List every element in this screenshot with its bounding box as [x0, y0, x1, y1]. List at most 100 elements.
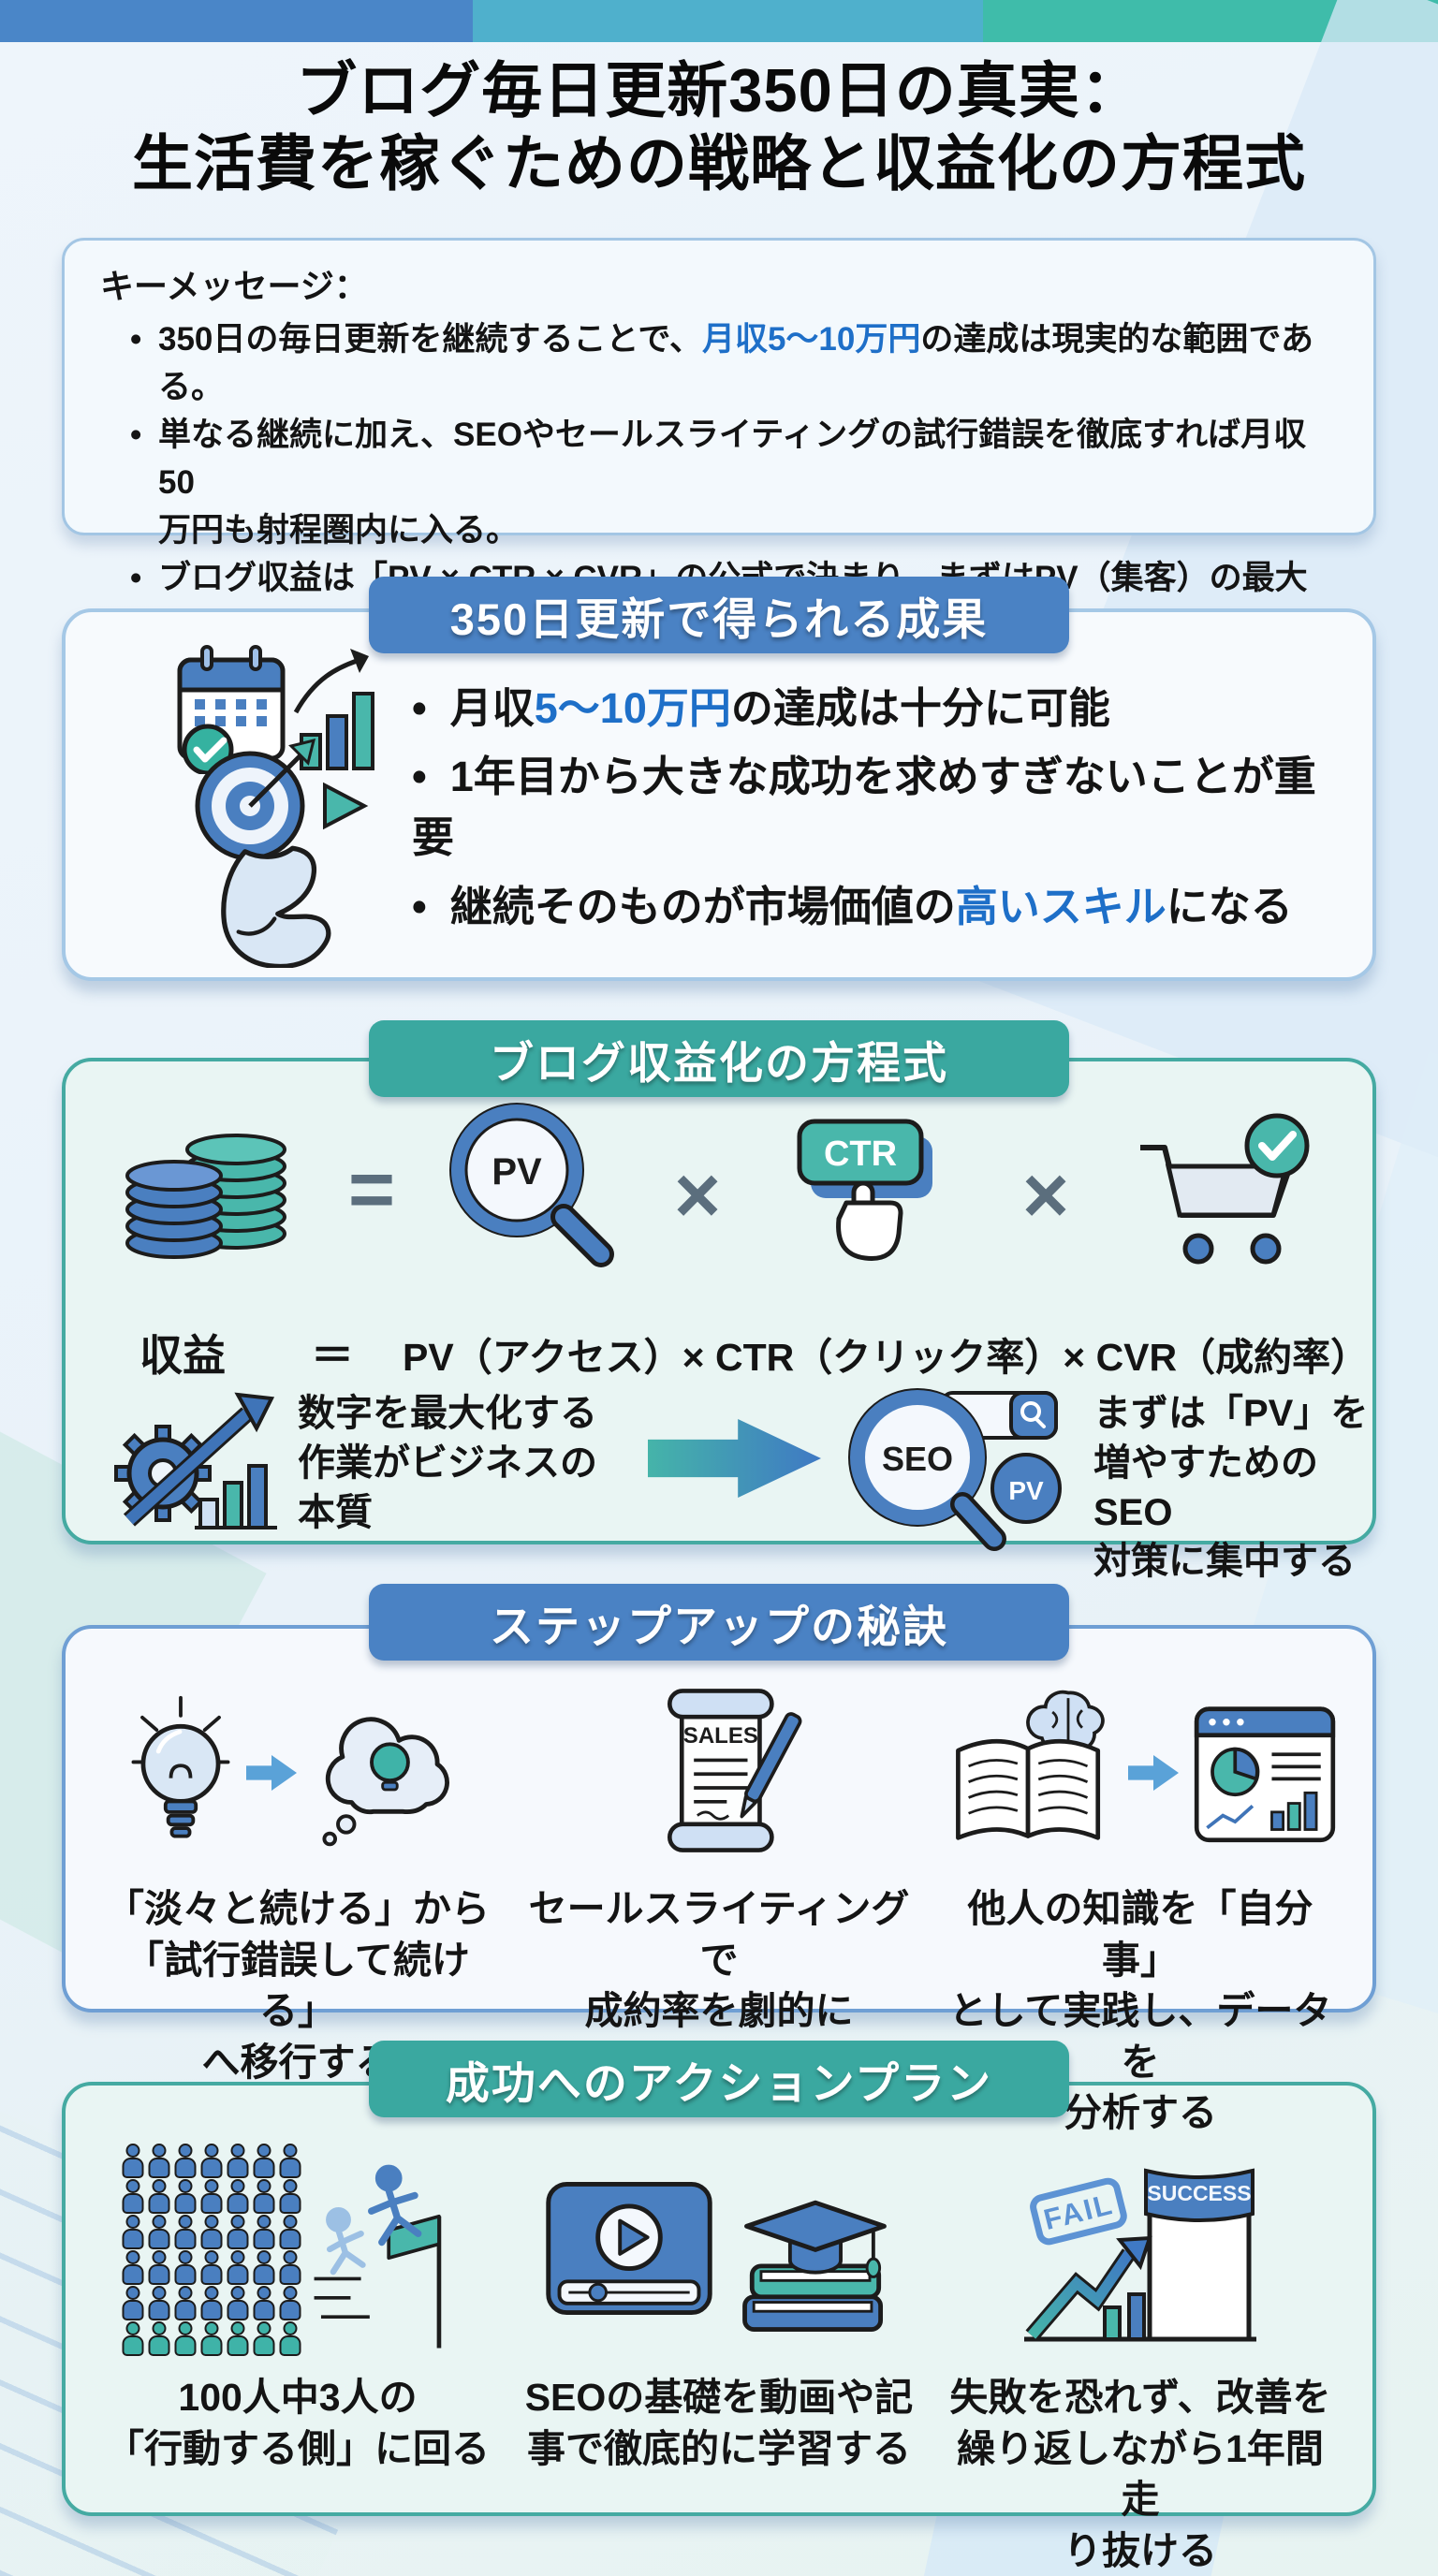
- person-pictogram: [122, 2181, 144, 2213]
- muscle-arm-icon: [140, 837, 412, 968]
- person-pictogram: [227, 2252, 249, 2284]
- person-pictogram: [253, 2288, 275, 2320]
- person-pictogram: [227, 2288, 249, 2320]
- person-pictogram: [122, 2145, 144, 2177]
- video-player-icon: [537, 2157, 721, 2345]
- cart-check-icon: [1123, 1106, 1325, 1280]
- person-pictogram: [227, 2145, 249, 2177]
- key-message-bullet-2: 単なる継続に加え、SEOやセールスライティングの試行錯誤を徹底すれば月収50 万…: [126, 411, 1338, 554]
- top-bar-cyan-segment: [473, 0, 983, 42]
- svg-text:CTR: CTR: [824, 1134, 897, 1174]
- gear-growth-icon: [105, 1387, 283, 1542]
- person-pictogram: [279, 2252, 301, 2284]
- person-pictogram: [200, 2217, 223, 2248]
- person-pictogram: [200, 2288, 223, 2320]
- section1-item-text: 月収5〜10万円の達成は十分に可能: [412, 674, 1110, 735]
- times-symbol-2: ×: [1021, 1150, 1070, 1240]
- success-label: SUCCESS: [1147, 2181, 1251, 2205]
- small-right-arrow-icon: [246, 1755, 297, 1791]
- pv-magnifier-icon: PV: [440, 1097, 623, 1284]
- equation-text-row: 収益 ＝ PV（アクセス）× CTR（クリック率）× CVR（成約率）: [103, 1322, 1369, 1383]
- person-pictogram: [253, 2181, 275, 2213]
- key-message-list: 350日の毎日更新を継続することで、月収5〜10万円の達成は現実的な範囲である。…: [100, 315, 1338, 698]
- person-pictogram: [279, 2217, 301, 2248]
- person-pictogram: [200, 2323, 223, 2355]
- person-pictogram: [279, 2181, 301, 2213]
- fail-success-growth-icon: SUCCESS FAIL: [1019, 2141, 1262, 2361]
- svg-text:PV: PV: [1008, 1476, 1044, 1505]
- thought-cloud-bulb-icon: [304, 1690, 473, 1856]
- seo-pv-magnifier-icon: SEO PV: [841, 1368, 1075, 1556]
- section4-col2-text: SEOの基礎を動画や記 事で徹底的に学習する: [524, 2376, 914, 2470]
- person-pictogram: [174, 2217, 197, 2248]
- person-pictogram: [253, 2217, 275, 2248]
- key-message-bullet-1: 350日の毎日更新を継続することで、月収5〜10万円の達成は現実的な範囲である。: [126, 315, 1338, 411]
- item-text: になる: [1166, 882, 1293, 930]
- section1-row-3: 継続そのものが市場価値の高いスキルになる: [140, 845, 1329, 968]
- person-pictogram: [148, 2145, 170, 2177]
- sales-scroll-pen-icon: SALES: [630, 1674, 808, 1873]
- top-color-bar: [0, 0, 1438, 42]
- equation-equals: ＝: [311, 1331, 354, 1380]
- bullet-text: の達成は現実的な範囲である。: [158, 321, 1314, 406]
- times-symbol-1: ×: [673, 1150, 722, 1240]
- person-pictogram: [253, 2252, 275, 2284]
- book-brain-icon: [937, 1685, 1121, 1862]
- graduation-books-icon: [728, 2152, 901, 2349]
- person-pictogram: [279, 2323, 301, 2355]
- person-pictogram: [148, 2252, 170, 2284]
- person-pictogram: [227, 2181, 249, 2213]
- bullet-highlight-text: 月収5〜10万円: [701, 321, 921, 358]
- person-pictogram: [148, 2288, 170, 2320]
- people-grid-icon: [122, 2145, 301, 2355]
- item-text: 1年目から大きな成功を求めすぎないことが重要: [412, 753, 1316, 861]
- page-title-line2: 生活費を稼ぐための戦略と収益化の方程式: [131, 129, 1306, 198]
- person-pictogram: [174, 2288, 197, 2320]
- analytics-dashboard-icon: [1186, 1688, 1343, 1859]
- svg-text:PV: PV: [492, 1151, 542, 1193]
- key-message-label: キーメッセージ：: [100, 267, 368, 305]
- person-pictogram: [122, 2217, 144, 2248]
- item-text: 月収: [449, 683, 535, 732]
- svg-text:SALES: SALES: [683, 1722, 758, 1748]
- section3-col2: SALES セールスライティングで 成約率を劇的に 向上させる: [521, 1674, 917, 2087]
- person-pictogram: [148, 2181, 170, 2213]
- section3-col1: 「淡々と続ける」から 「試行錯誤して続ける」 へ移行する: [99, 1674, 496, 2087]
- flow-right-text: まずは「PV」を 増やすためのSEO 対策に集中する: [1093, 1393, 1369, 1583]
- person-pictogram: [227, 2217, 249, 2248]
- section3-header: ステップアップの秘訣: [369, 1584, 1069, 1661]
- person-pictogram: [253, 2145, 275, 2177]
- top-bar-teal-segment: [983, 0, 1438, 42]
- person-pictogram: [174, 2145, 197, 2177]
- person-pictogram: [122, 2288, 144, 2320]
- top-bar-blue-segment: [0, 0, 473, 42]
- section1-header: 350日更新で得られる成果: [369, 577, 1069, 653]
- bullet-text: 350日の毎日更新を継続することで、: [158, 321, 702, 358]
- calendar-chart-icon: [140, 634, 412, 774]
- target-arrow-icon: [140, 733, 412, 873]
- svg-text:SEO: SEO: [882, 1440, 953, 1478]
- equals-symbol: =: [347, 1145, 396, 1235]
- person-pictogram: [174, 2252, 197, 2284]
- section1-item-text: 継続そのものが市場価値の高いスキルになる: [412, 872, 1293, 933]
- person-pictogram: [122, 2252, 144, 2284]
- item-highlight-text: 高いスキル: [955, 882, 1167, 930]
- person-pictogram: [279, 2145, 301, 2177]
- person-pictogram: [200, 2145, 223, 2177]
- section4-header: 成功へのアクションプラン: [369, 2041, 1069, 2117]
- page-title: ブログ毎日更新350日の真実： 生活費を稼ぐための戦略と収益化の方程式: [0, 54, 1438, 200]
- section4-col1: 100人中3人の 「行動する側」に回る: [99, 2140, 496, 2474]
- stairs-runners-icon: [309, 2140, 474, 2362]
- person-pictogram: [174, 2323, 197, 2355]
- person-pictogram: [174, 2181, 197, 2213]
- coins-icon: [120, 1103, 298, 1266]
- item-highlight-text: 5〜10万円: [534, 683, 731, 732]
- person-pictogram: [200, 2181, 223, 2213]
- flow-left-text: 数字を最大化する 作業がビジネスの 本質: [298, 1393, 597, 1533]
- ctr-button-icon: CTR: [773, 1093, 961, 1285]
- section2-header: ブログ収益化の方程式: [369, 1020, 1069, 1097]
- page-title-line1: ブログ毎日更新350日の真実：: [296, 56, 1142, 124]
- person-pictogram: [279, 2288, 301, 2320]
- section4-col3-text: 失敗を恐れず、改善を 繰り返しながら1年間走 り抜ける: [949, 2376, 1331, 2572]
